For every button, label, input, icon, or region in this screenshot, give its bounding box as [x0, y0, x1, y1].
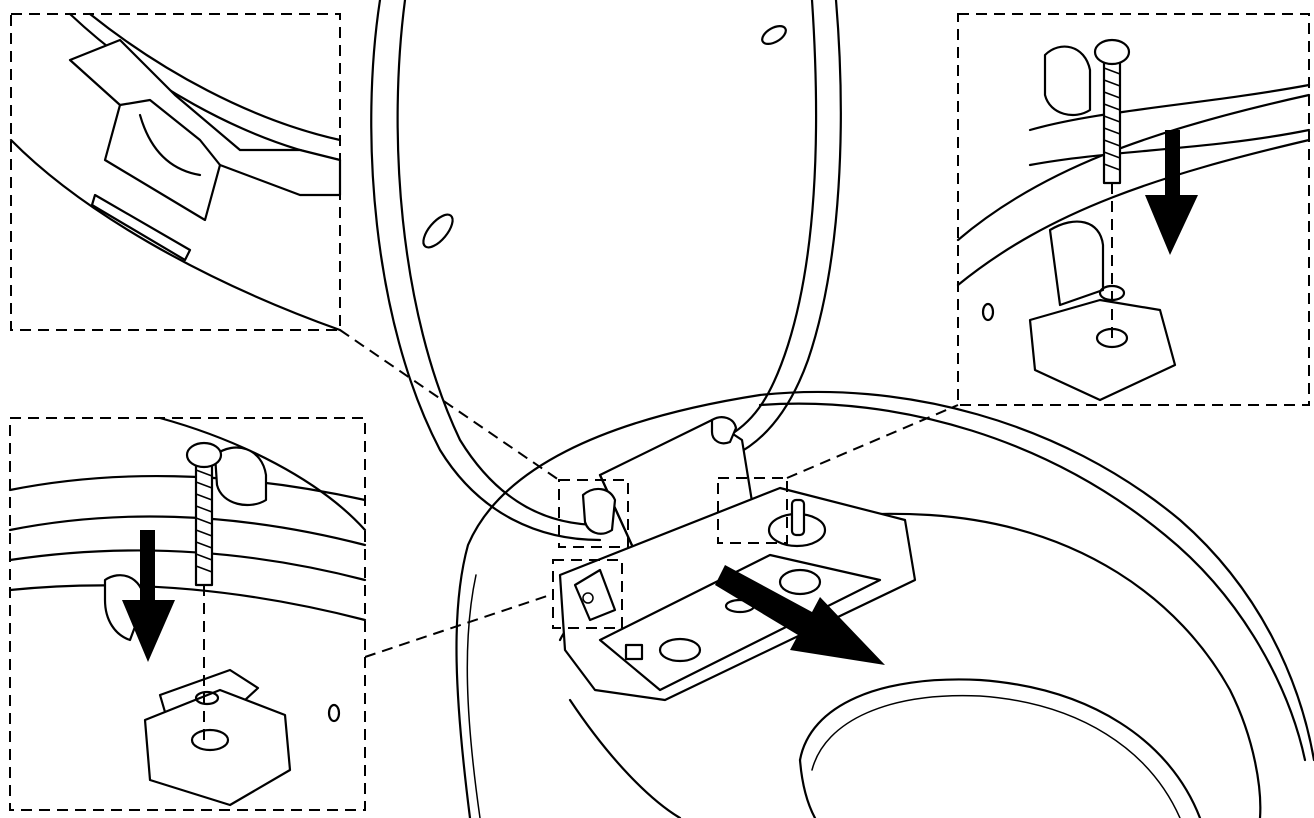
- screw-down-arrow-left: [122, 530, 175, 662]
- main-scene: [370, 0, 1314, 818]
- callout-leaders: [339, 329, 959, 658]
- toilet-lid: [370, 0, 842, 542]
- screw-down-arrow-right: [1145, 130, 1198, 255]
- callout-hinge-recess: [9, 12, 342, 332]
- detail-marker-hinge-right: [717, 477, 788, 544]
- detail-marker-hinge-left: [558, 479, 629, 548]
- callout-right-screw: [956, 13, 1311, 406]
- slide-out-arrow: [715, 565, 885, 665]
- callout-left-screw: [8, 416, 367, 811]
